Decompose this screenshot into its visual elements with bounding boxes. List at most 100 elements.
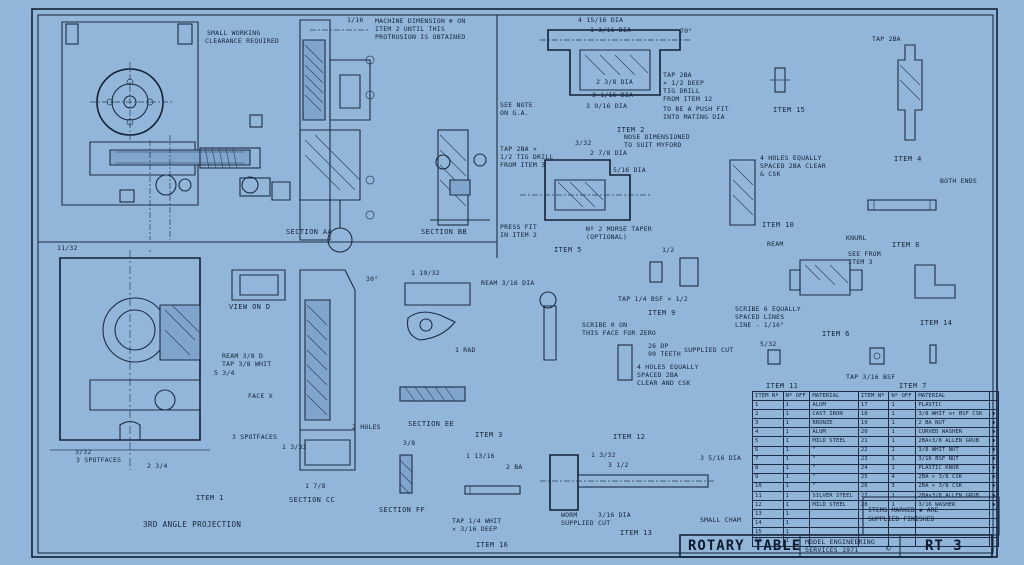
bom-cell: 21 [857, 436, 890, 447]
bom-cell [989, 400, 999, 411]
bom-header-cell: Nº OFF [782, 390, 811, 402]
note-tap-bsf2: TAP 3/16 BSF [846, 373, 896, 381]
bom-cell: 1 [888, 491, 917, 502]
bom-cell: 1 [782, 518, 811, 529]
bom-cell [888, 527, 917, 538]
label-item15: ITEM 15 [773, 106, 806, 114]
note-holes8-2: SPACED 2BA [637, 371, 679, 379]
dim-d25: 5/32 [760, 340, 777, 348]
note-both-ends: BOTH ENDS [940, 177, 978, 185]
bom-cell: 24 [857, 463, 890, 474]
bom-cell: 26 [857, 481, 890, 493]
bom-cell [809, 527, 859, 538]
inner-border [37, 14, 994, 554]
bom-cell: 2BA × 3/8 CSK [915, 481, 990, 493]
bom-cell: 4 [752, 427, 784, 438]
item5-drawing [520, 159, 650, 221]
bom-cell: 1 [782, 527, 811, 538]
note-clearance: CLEARANCE REQUIRED [205, 37, 280, 45]
dim-d12: 2 3/4 [147, 462, 168, 470]
dim-d16: 3 1/2 [608, 461, 629, 469]
bom-cell: SILVER STEEL [809, 491, 859, 502]
bom-cell: 1 [888, 418, 917, 429]
note-see-item3-1: SEE FROM [848, 250, 881, 258]
dim-d18: 1 7/8 [305, 482, 326, 490]
drawing-number: RT 3 [925, 538, 963, 554]
note-tap-bsf: TAP 1/4 BSF × 1/2 [618, 295, 688, 303]
footer-note-line2: SUPPLIED FINISHED [868, 515, 935, 523]
bom-cell: 6 [752, 445, 784, 456]
bom-cell: 2BA×3/8 ALLEN GRUB [915, 491, 990, 502]
dim-d21: 1 13/16 [466, 452, 495, 460]
section-bb [430, 129, 490, 226]
bom-cell [989, 509, 999, 520]
note-see-2: ON G.A. [500, 109, 529, 117]
note-nose-2: TO SUIT MYFORD [624, 141, 682, 149]
dim-d9: 30° [366, 275, 379, 283]
item9-drawing [649, 257, 699, 287]
bom-cell: 8 [752, 463, 784, 474]
label-section-ff: SECTION FF [379, 506, 426, 514]
bom-cell: 1 [782, 463, 811, 474]
bom-cell: 3 [888, 481, 917, 493]
note-tap2ba-a: TAP 2BA [872, 35, 901, 43]
bom-cell: 1 [782, 500, 811, 511]
bom-cell: 1 [782, 400, 811, 411]
label-item13: ITEM 13 [620, 529, 653, 537]
note-ream: REAM [767, 240, 784, 248]
bom-cell: 1 [888, 409, 917, 420]
note-scribe-2: SPACED LINES [735, 313, 785, 321]
note-one-rad: 1 RAD [455, 346, 476, 354]
copyright-symbol: © [886, 544, 892, 553]
bom-cell: ✱ [989, 463, 999, 474]
bom-cell: CURVED WASHER [915, 427, 990, 438]
bom-cell: 20 [857, 427, 890, 438]
bom-cell: 1 [888, 463, 917, 474]
note-holes10-3: & CSK [760, 170, 781, 178]
bom-cell: 3/16 BSF NUT [915, 454, 990, 465]
bom-cell: ✱ [989, 500, 999, 511]
bom-cell: 23 [857, 454, 890, 465]
item12-drawing [540, 454, 715, 511]
bom-cell: 18 [857, 409, 890, 420]
bom-header-cell [989, 390, 999, 402]
dim-d20: 5/16 DIA [613, 166, 646, 174]
note-tap-4: FROM ITEM 12 [663, 95, 713, 103]
bom-cell: 1 [888, 454, 917, 465]
bom-cell: 14 [752, 518, 784, 529]
note-two-holes: 2 HOLES [352, 423, 381, 431]
dim-d8: 3/32 [575, 139, 592, 147]
dim-d1: 4 15/16 DIA [578, 16, 624, 24]
item15-drawing [770, 67, 790, 93]
item11-drawing [867, 199, 937, 211]
bom-header-cell: MATERIAL [915, 390, 990, 402]
dim-d22: 2 BA [506, 463, 523, 471]
bom-cell: 10 [752, 481, 784, 493]
bom-cell: 5 [752, 436, 784, 447]
bom-cell [809, 518, 859, 529]
bom-cell: CAST IRON [809, 409, 859, 420]
label-section-aa: SECTION AA [286, 228, 333, 236]
note-dp-2: 90 TEETH [648, 350, 681, 358]
bom-cell: 1 [782, 418, 811, 429]
bom-cell: 7 [752, 454, 784, 465]
note-see-item3-2: ITEM 3 [848, 258, 873, 266]
bom-cell: 4 [888, 472, 917, 483]
dim-d13: 1 3/32 [282, 443, 307, 451]
item1-elevation [50, 250, 210, 470]
bom-cell: ✱ [989, 472, 999, 483]
bom-cell: 27 [857, 491, 890, 502]
bom-cell: ✱ [989, 454, 999, 465]
note-machine-1: MACHINE DIMENSION ⊕ ON [375, 17, 466, 25]
bom-cell: ✱ [989, 436, 999, 447]
bom-cell: 1 [752, 400, 784, 411]
note-morse-2: (OPTIONAL) [586, 233, 628, 241]
item2-drawing [540, 29, 690, 96]
note-scribe-zero-1: SCRIBE 0 ON [582, 321, 628, 329]
